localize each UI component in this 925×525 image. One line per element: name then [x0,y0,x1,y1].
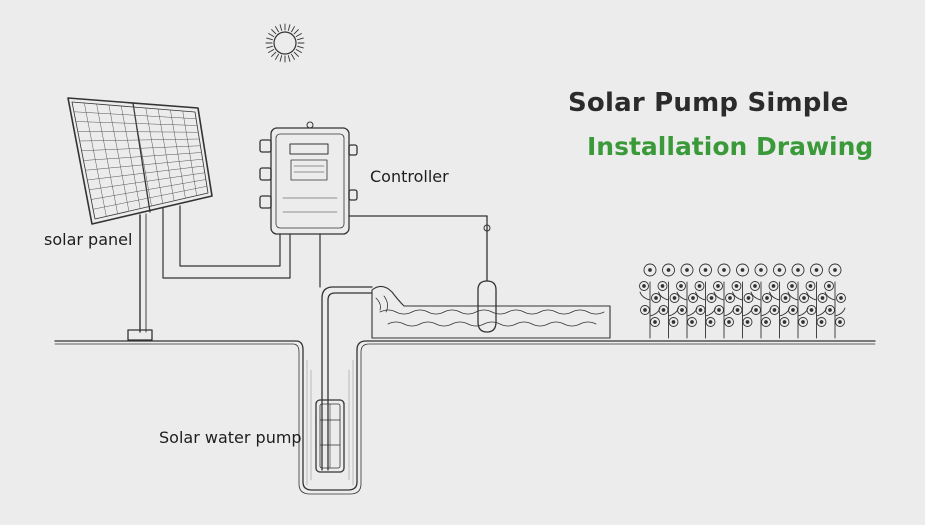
title-line-1: Solar Pump Simple [568,88,849,118]
plant-icon [731,263,754,339]
float-switch-icon [477,215,497,333]
wiring [162,205,488,288]
plant-icon [750,263,772,339]
pump-pipe [321,286,373,471]
label-controller: Controller [370,167,449,186]
title-line-2: Installation Drawing [587,132,874,161]
solar-panel-icon [67,97,213,341]
pump-icon [315,399,345,473]
plant-icon [805,263,828,339]
plants [639,263,846,339]
plant-icon [768,263,791,339]
plant-icon [787,263,809,339]
ground-line-inner [54,343,876,495]
plant-icon [694,263,717,339]
ground-line [54,340,876,491]
plant-icon [713,263,735,339]
plant-icon [657,263,680,339]
label-solar-water-pump: Solar water pump [159,428,302,447]
plant-icon [639,263,661,339]
plant-icon [824,263,846,339]
plant-icon [676,263,698,339]
pond [371,285,611,339]
label-solar-panel: solar panel [44,230,133,249]
sun-icon [265,23,305,63]
well-fill [306,359,354,486]
controller-icon [259,121,358,235]
